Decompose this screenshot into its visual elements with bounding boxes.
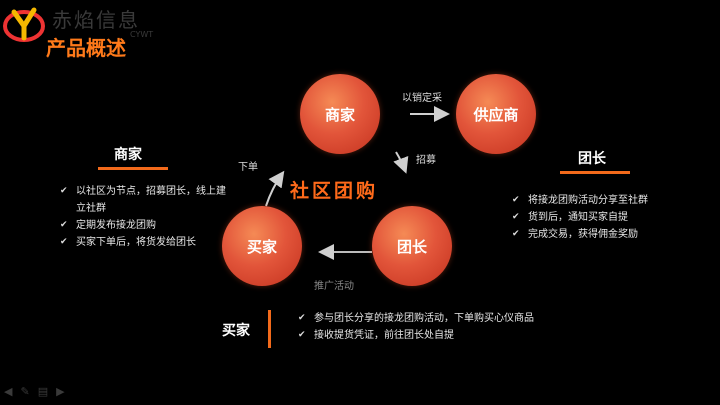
arrow-supplier-leader xyxy=(393,151,409,174)
left-panel-list: 以社区为节点，招募团长，线上建立社群 定期发布接龙团购 买家下单后，将货发给团长 xyxy=(60,183,228,251)
list-item: 定期发布接龙团购 xyxy=(60,217,228,234)
node-leader: 团长 xyxy=(372,206,452,286)
brand-sub: CYWT xyxy=(130,30,154,39)
right-panel-underline xyxy=(560,171,630,174)
presentation-toolbar: ◀ ✎ ▤ ▶ xyxy=(4,385,65,398)
pen-icon[interactable]: ✎ xyxy=(20,385,30,398)
list-item: 买家下单后，将货发给团长 xyxy=(60,234,228,251)
center-title: 社区团购 xyxy=(290,180,379,202)
list-item: 完成交易，获得佣金奖励 xyxy=(512,226,702,243)
brand-name: 赤焰信息 xyxy=(52,8,140,32)
bottom-panel-heading: 买家 xyxy=(222,323,250,339)
label-supplier-leader: 招募 xyxy=(416,155,436,166)
right-panel-list: 将接龙团购活动分享至社群 货到后，通知买家自提 完成交易，获得佣金奖励 xyxy=(512,192,702,243)
arrow-buyer-merchant xyxy=(265,170,285,207)
list-item: 以社区为节点，招募团长，线上建立社群 xyxy=(60,183,228,217)
label-buyer-merchant: 下单 xyxy=(238,162,258,173)
node-buyer: 买家 xyxy=(222,206,302,286)
arrow-left-icon[interactable]: ◀ xyxy=(4,385,13,398)
list-item: 接收提货凭证，前往团长处自提 xyxy=(298,327,598,344)
arrow-right-icon[interactable]: ▶ xyxy=(56,385,65,398)
node-supplier: 供应商 xyxy=(456,74,536,154)
page-title: 产品概述 xyxy=(46,36,126,60)
right-panel-heading: 团长 xyxy=(578,151,606,167)
left-panel-heading: 商家 xyxy=(114,147,142,163)
label-leader-buyer: 推广活动 xyxy=(314,281,354,292)
bottom-panel-list: 参与团长分享的接龙团购活动，下单购买心仪商品 接收提货凭证，前往团长处自提 xyxy=(298,310,598,344)
list-item: 货到后，通知买家自提 xyxy=(512,209,702,226)
list-item: 将接龙团购活动分享至社群 xyxy=(512,192,702,209)
label-merchant-supplier: 以销定采 xyxy=(402,93,442,104)
bottom-panel-bar xyxy=(268,310,271,348)
left-panel-underline xyxy=(98,167,168,170)
list-item: 参与团长分享的接龙团购活动，下单购买心仪商品 xyxy=(298,310,598,327)
menu-icon[interactable]: ▤ xyxy=(37,385,49,398)
node-merchant: 商家 xyxy=(300,74,380,154)
logo-icon xyxy=(3,7,45,42)
